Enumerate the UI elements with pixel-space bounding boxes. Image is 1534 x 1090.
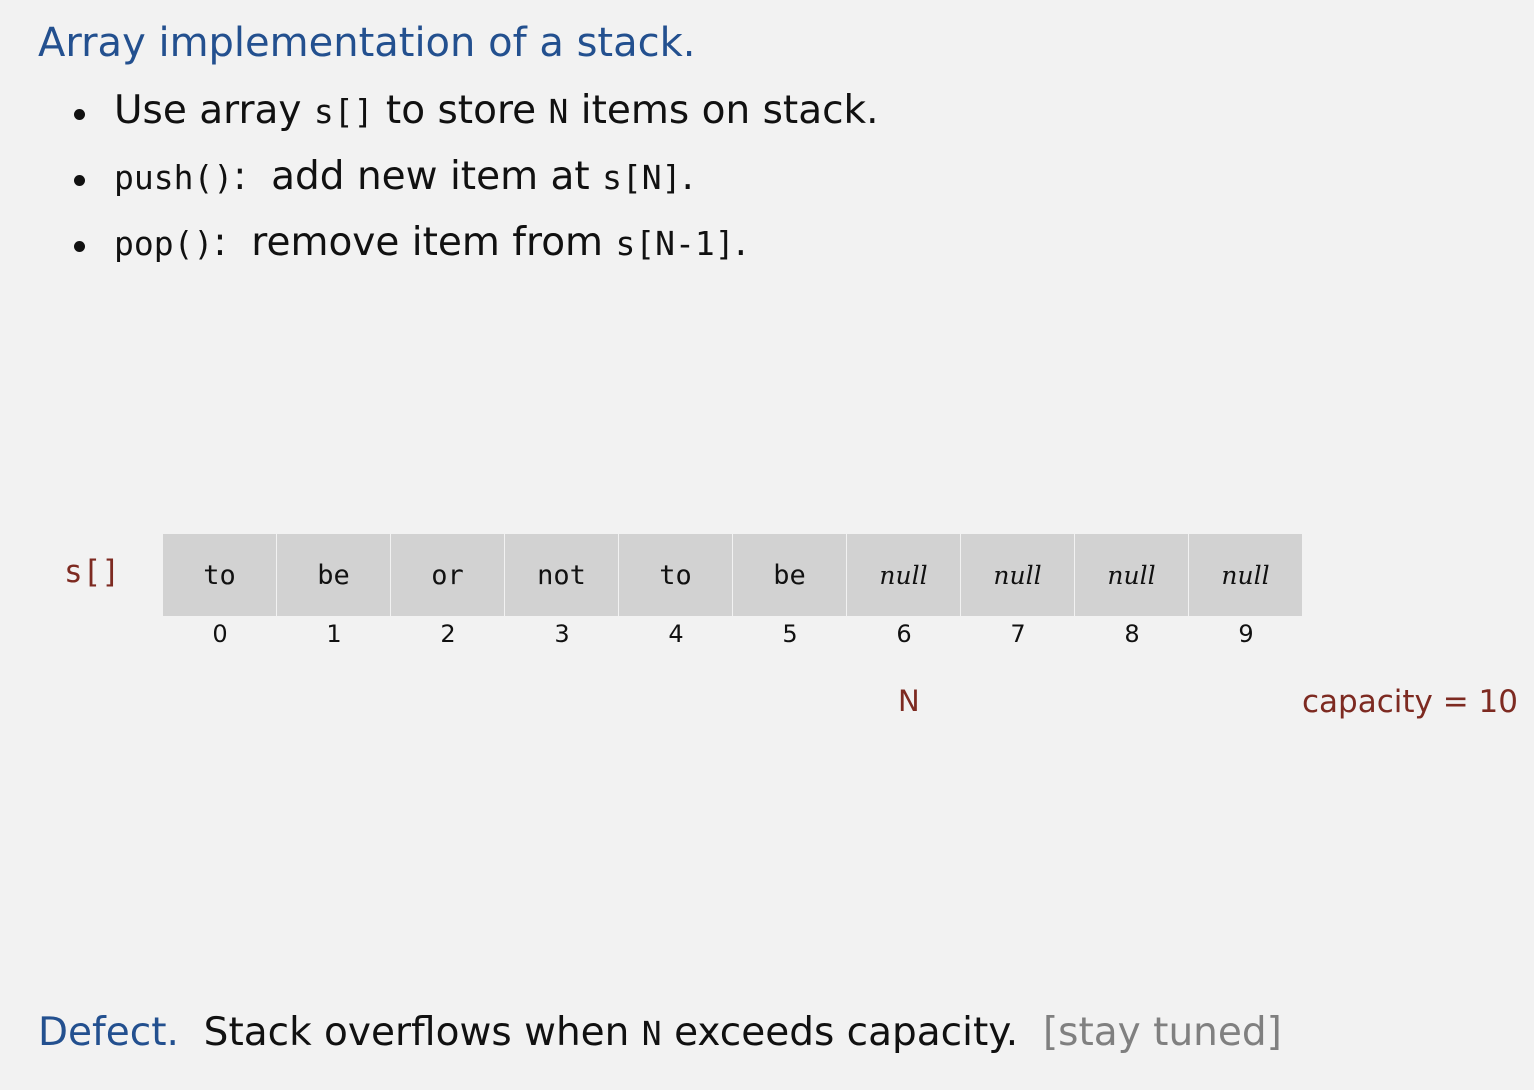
code-snippet: s[N-1] — [615, 224, 735, 263]
defect-text: Stack overflows when — [178, 1010, 642, 1055]
array-index: 7 — [1010, 620, 1026, 648]
defect-label: Defect. — [38, 1010, 179, 1055]
code-snippet: N — [641, 1014, 662, 1053]
bullet-text: : add new item at — [233, 154, 603, 199]
array-index: 1 — [326, 620, 342, 648]
stay-tuned-note: [stay tuned] — [1042, 1010, 1282, 1055]
bullet-text: : remove item from — [213, 220, 616, 265]
capacity-label: capacity = 10 — [1302, 684, 1519, 720]
array-cells: to be or not to be null null null null — [163, 534, 1302, 616]
bullet-text: items on stack. — [568, 88, 879, 133]
array-cell: or — [391, 534, 505, 616]
code-snippet: N — [548, 92, 569, 131]
code-snippet: s[] — [313, 92, 374, 131]
defect-text: exceeds capacity. — [661, 1010, 1043, 1055]
bullet-item-array: Use array s[] to store N items on stack. — [68, 88, 879, 154]
bullet-text: Use array — [114, 88, 314, 133]
code-snippet: pop() — [114, 224, 214, 263]
bullet-list: Use array s[] to store N items on stack.… — [68, 88, 879, 286]
bullet-text: . — [681, 154, 694, 199]
array-cell-null: null — [1189, 534, 1302, 616]
array-cell-null: null — [847, 534, 961, 616]
bullet-text: . — [734, 220, 748, 265]
array-name-label: s[] — [64, 554, 120, 590]
array-cell: to — [619, 534, 733, 616]
array-cell-null: null — [1075, 534, 1189, 616]
bullet-dot-icon — [74, 109, 85, 120]
array-index: 6 — [896, 620, 912, 648]
array-indices: 0 1 2 3 4 5 6 7 8 9 — [163, 620, 1303, 648]
bullet-dot-icon — [74, 175, 85, 186]
bullet-dot-icon — [74, 241, 85, 252]
array-cell-null: null — [961, 534, 1075, 616]
array-index: 2 — [440, 620, 456, 648]
array-index: 0 — [212, 620, 228, 648]
array-cell: be — [733, 534, 847, 616]
array-index: 3 — [554, 620, 570, 648]
slide-title: Array implementation of a stack. — [38, 20, 696, 66]
array-index: 4 — [668, 620, 684, 648]
bullet-text: to store — [373, 88, 549, 133]
bullet-item-pop: pop(): remove item from s[N-1]. — [68, 220, 879, 286]
defect-note: Defect. Stack overflows when N exceeds c… — [38, 1010, 1282, 1055]
array-index: 5 — [782, 620, 798, 648]
array-index: 9 — [1238, 620, 1254, 648]
bullet-item-push: push(): add new item at s[N]. — [68, 154, 879, 220]
array-cell: to — [163, 534, 277, 616]
code-snippet: push() — [114, 158, 234, 197]
n-pointer-label: N — [898, 684, 920, 718]
array-index: 8 — [1124, 620, 1140, 648]
array-cell: not — [505, 534, 619, 616]
array-cell: be — [277, 534, 391, 616]
code-snippet: s[N] — [602, 158, 682, 197]
